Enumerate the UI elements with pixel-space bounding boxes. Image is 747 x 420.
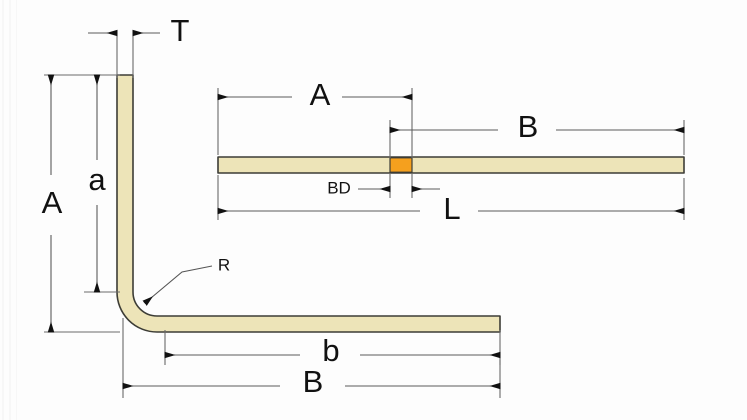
dimension-outer-flange-B: B — [122, 318, 501, 399]
dimension-flat-B: B — [389, 109, 685, 158]
dimension-inner-flange-b: b — [164, 330, 501, 368]
dimension-bend-deduction-BD: BD — [327, 174, 440, 198]
dimension-flat-A: A — [217, 77, 413, 158]
jpeg-edge-artifact-left2 — [9, 0, 11, 420]
jpeg-edge-artifact-left3 — [16, 0, 17, 420]
label-A-vertical: A — [42, 185, 63, 220]
label-L: L — [443, 191, 460, 226]
jpeg-edge-artifact-left — [2, 0, 4, 420]
label-BD: BD — [327, 178, 351, 197]
dimension-inner-height-a: a — [84, 74, 120, 293]
label-T: T — [171, 13, 190, 48]
dimension-thickness-T: T — [88, 13, 190, 78]
label-A-flat: A — [310, 77, 331, 112]
label-b-lower: b — [322, 333, 339, 368]
label-B-lower: B — [303, 364, 324, 399]
label-B-flat: B — [518, 109, 539, 144]
label-a-vertical: a — [88, 162, 106, 197]
dimension-total-length-L: L — [217, 175, 685, 226]
dimension-outer-height-A: A — [42, 74, 120, 333]
dimension-bend-radius-R: R — [142, 255, 230, 306]
label-R: R — [218, 255, 230, 274]
flat-blank-shape — [217, 156, 685, 174]
